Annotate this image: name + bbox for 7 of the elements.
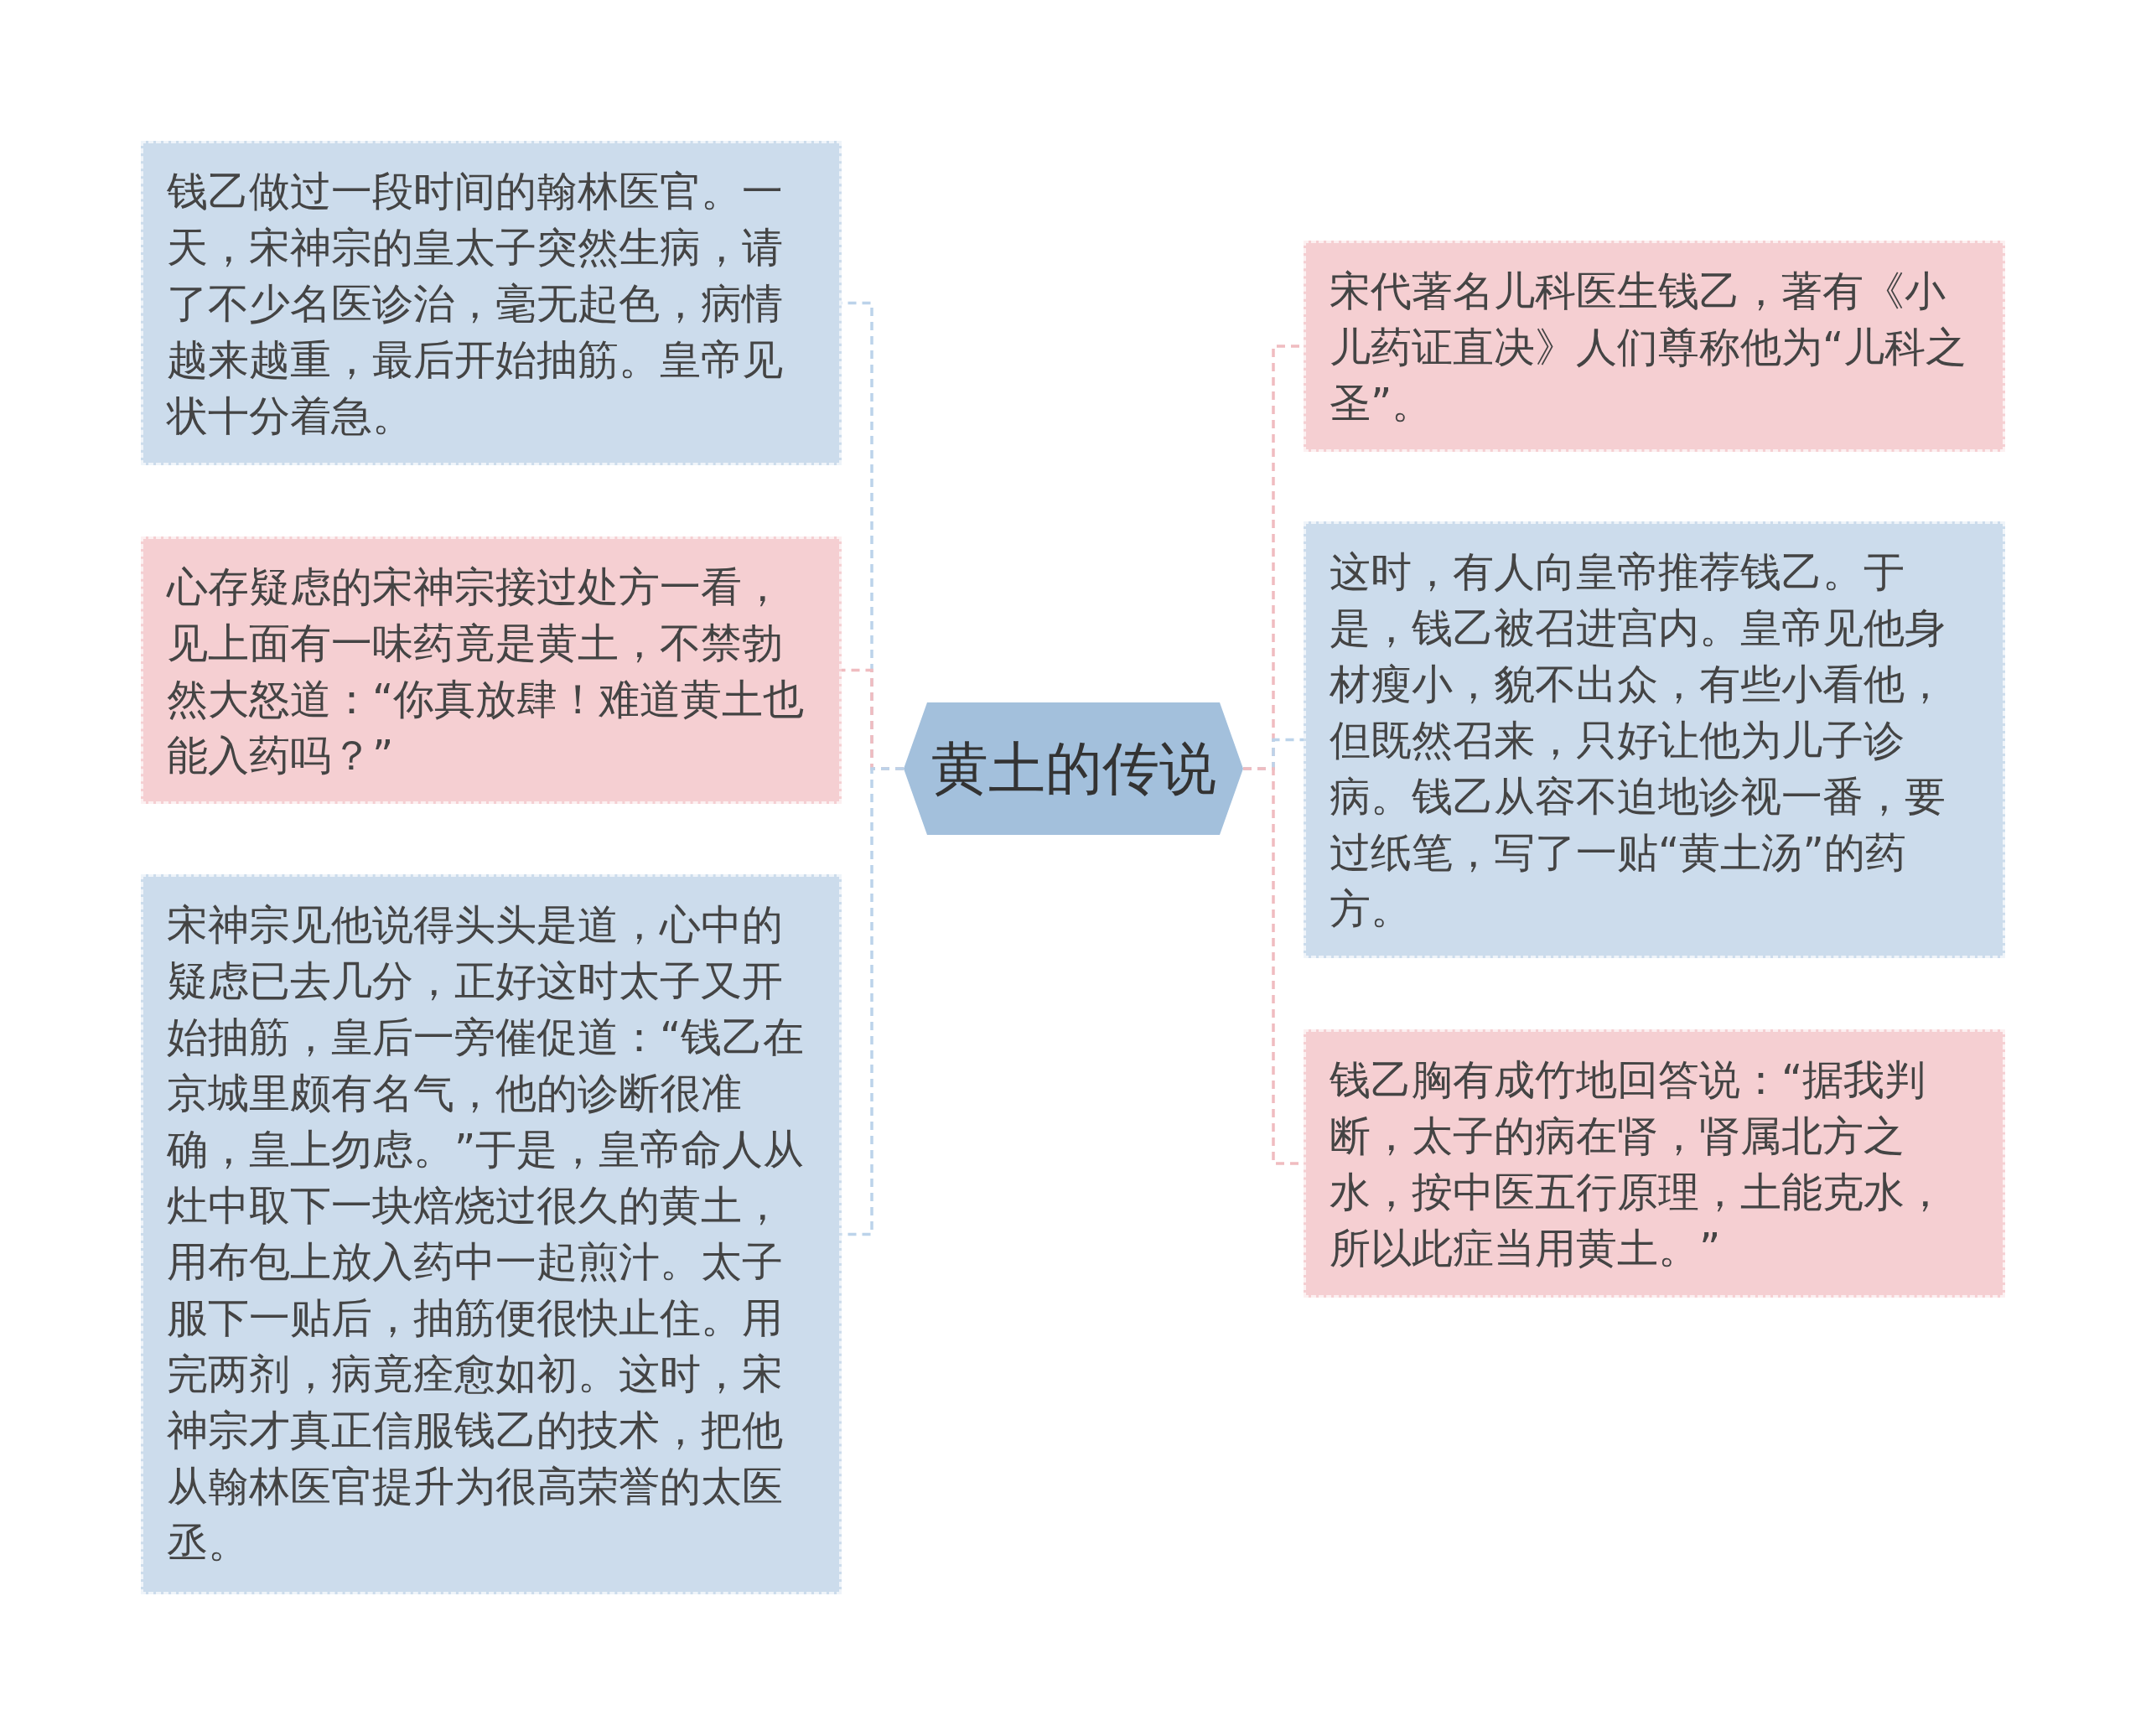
topic-hexagon: 黄土的传说 (904, 702, 1243, 835)
note-card: 钱乙胸有成竹地回答说：“据我判断，太子的病在肾，肾属北方之水，按中医五行原理，土能克水，所以此症当用黄土。” (1304, 1029, 2005, 1298)
note-card: 钱乙做过一段时间的翰林医官。一天，宋神宗的皇太子突然生病，请了不少名医诊治，毫无起色，病情越来越重，最后开始抽筋。皇帝见状十分着急。 (141, 141, 842, 465)
note-card: 宋神宗见他说得头头是道，心中的疑虑已去几分，正好这时太子又开始抽筋，皇后一旁催促道：“钱乙在京城里颇有名气，他的诊断很准确，皇上勿虑。”于是，皇帝命人从灶中取下一块焙烧过很久的黄土，用布包上放入药中一起煎汁。太子服下一贴后，抽筋便很快止住。用完两剂，病竟痊愈如初。这时，宋神宗才真正信服钱乙的技术，把他从翰林医官提升为很高荣誉的太医丞。 (141, 874, 842, 1594)
note-card: 宋代著名儿科医生钱乙，著有《小儿药证直决》人们尊称他为“儿科之圣”。 (1304, 241, 2005, 452)
note-card: 心存疑虑的宋神宗接过处方一看，见上面有一味药竟是黄土，不禁勃然大怒道：“你真放肆！难道黄土也能入药吗？” (141, 536, 842, 804)
note-card: 这时，有人向皇帝推荐钱乙。于是，钱乙被召进宫内。皇帝见他身材瘦小，貌不出众，有些小看他，但既然召来，只好让他为儿子诊病。钱乙从容不迫地诊视一番，要过纸笔，写了一贴“黄土汤”的药方。 (1304, 521, 2005, 958)
